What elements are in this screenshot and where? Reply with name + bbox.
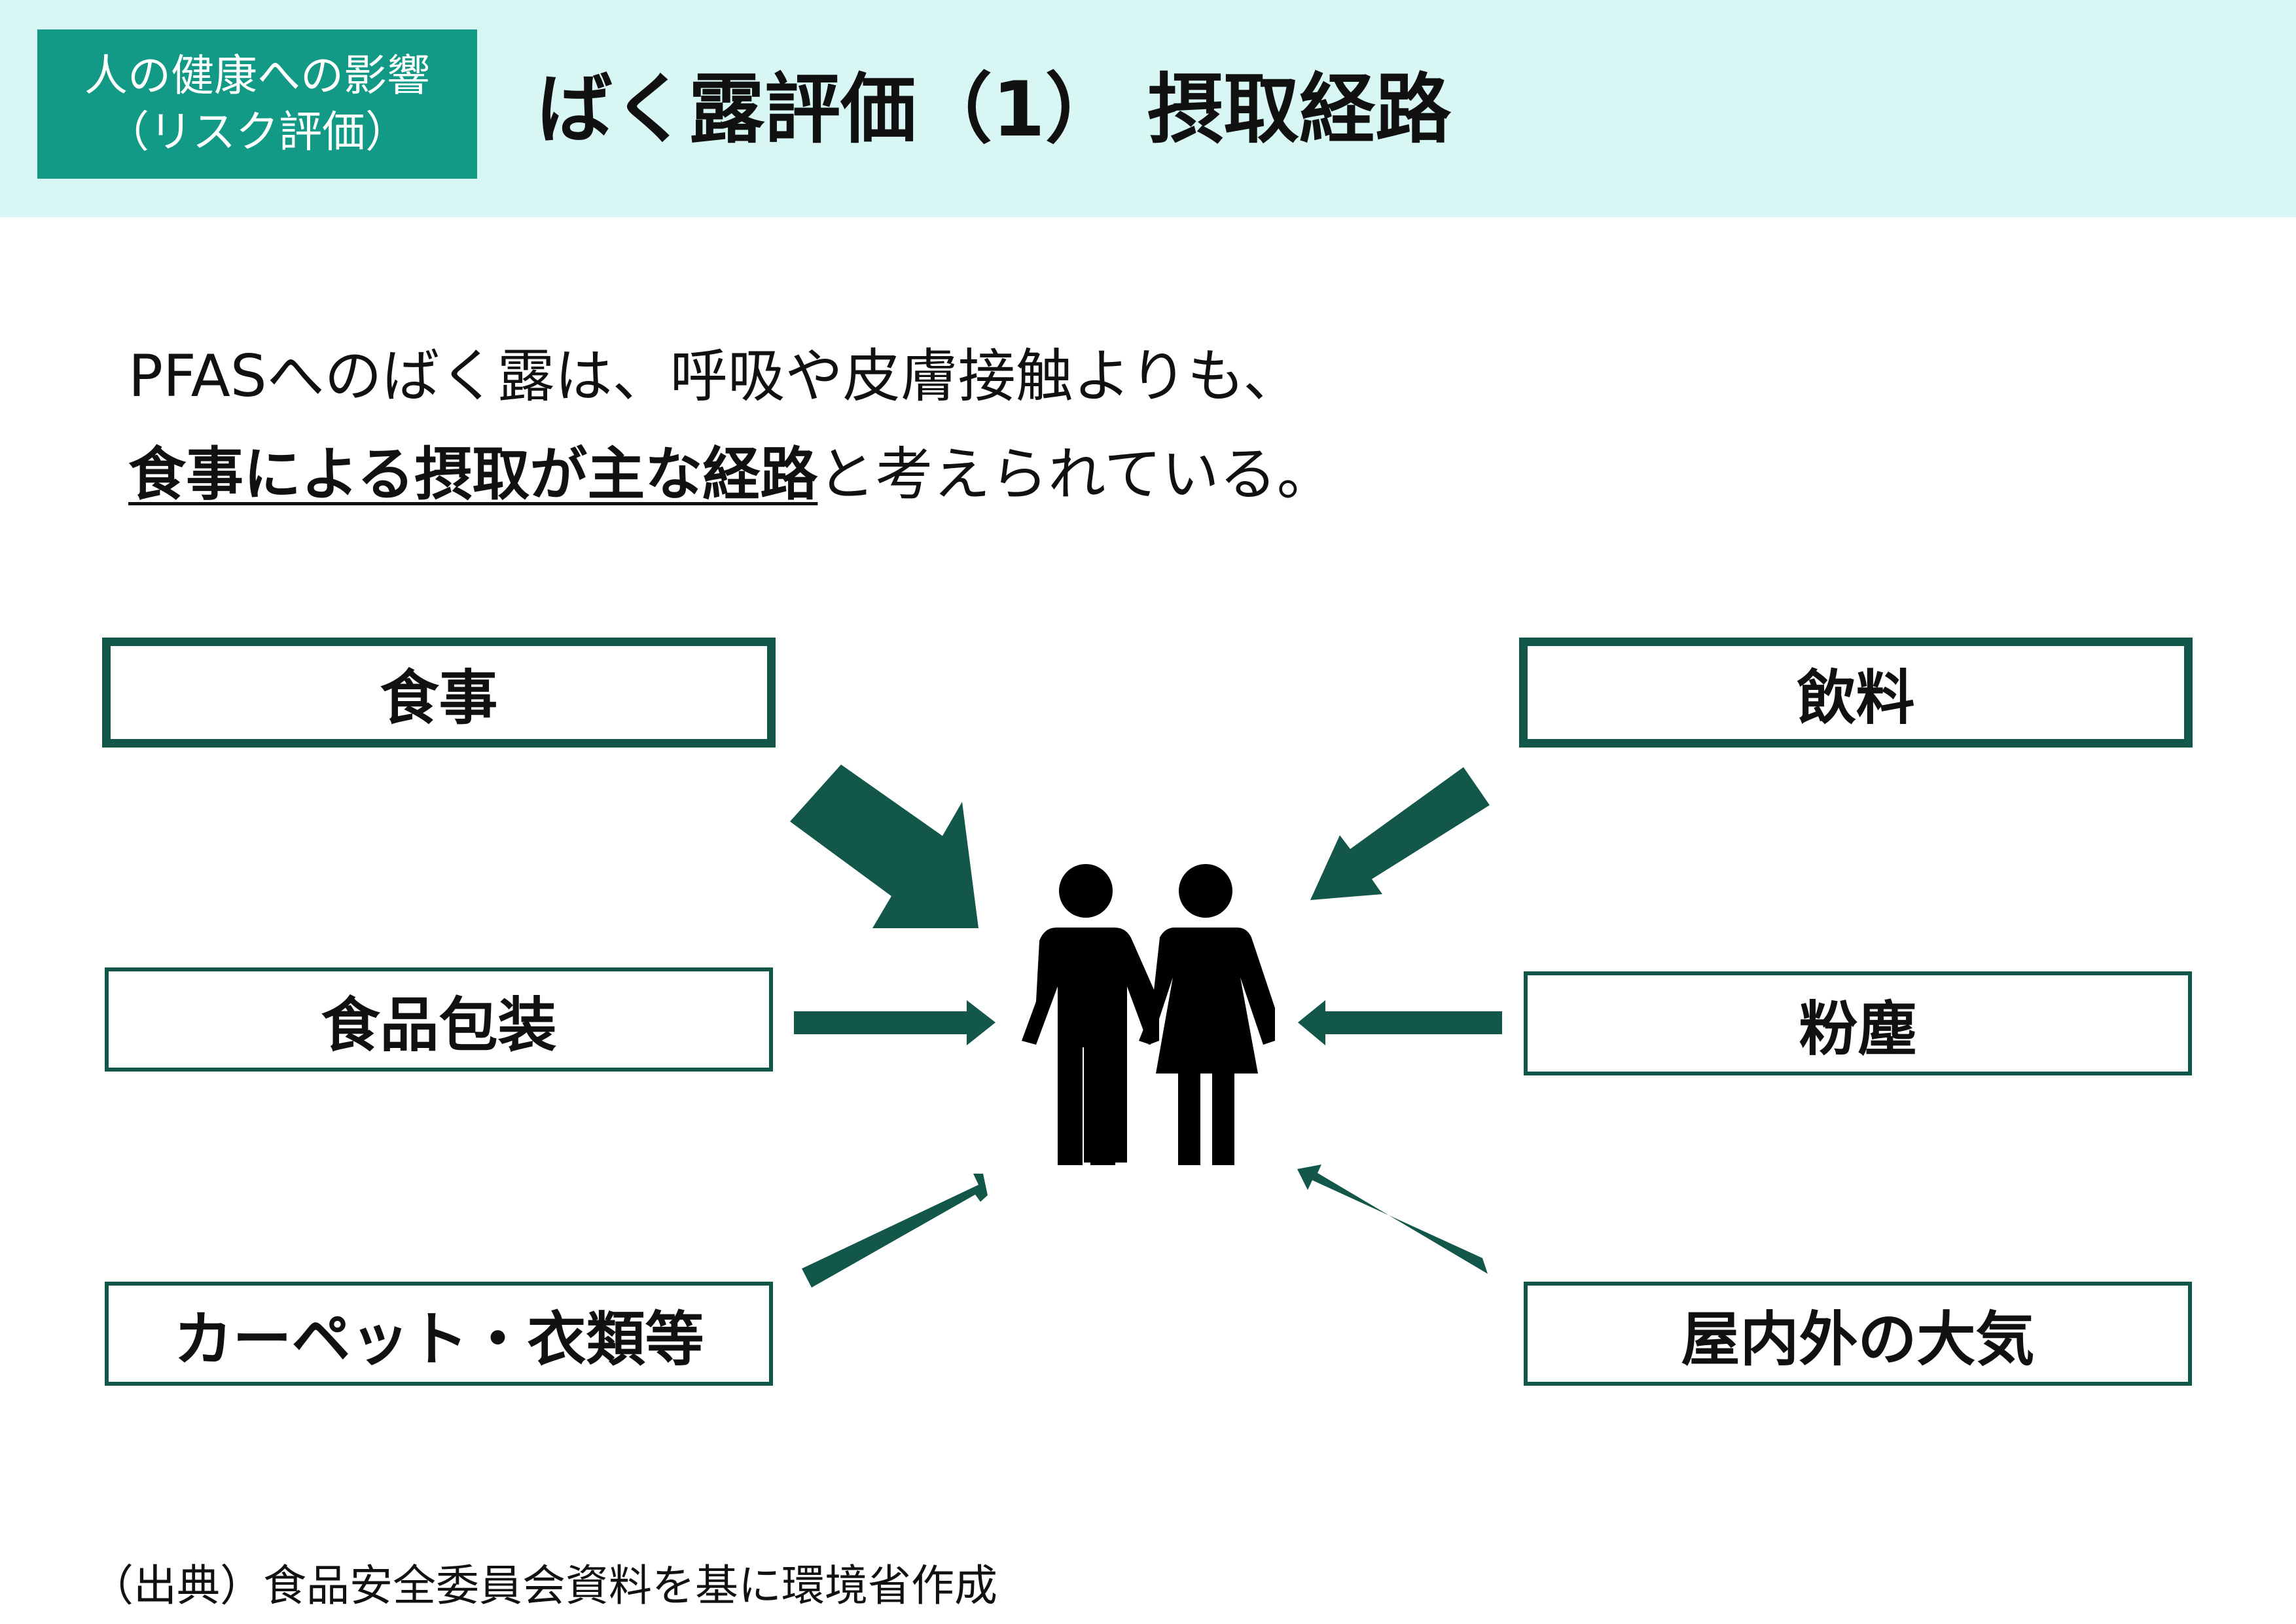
summary-line2: 食事による摂取が主な経路と考えられている。	[128, 425, 1961, 524]
summary-emphasis: 食事による摂取が主な経路	[128, 441, 818, 508]
category-tag-line1: 人の健康への影響	[84, 50, 430, 101]
arrow-dust	[1298, 1000, 1502, 1045]
footer-citation: （出典）食品安全委員会資料を基に環境省作成	[90, 1561, 997, 1611]
woman-body	[1139, 928, 1275, 1074]
category-tag-line2: （リスク評価）	[106, 107, 408, 157]
woman-leg-left	[1178, 1067, 1200, 1165]
man-leg-left	[1058, 1044, 1083, 1165]
slide-title: ばく露評価（1） 摂取経路	[537, 65, 1452, 154]
source-box-dust: 粉塵	[1524, 971, 2192, 1075]
arrow-food-packaging	[794, 1000, 996, 1045]
arrow-carpet-clothing	[802, 1174, 988, 1288]
source-box-air: 屋内外の大気	[1524, 1282, 2192, 1386]
source-box-food-packaging: 食品包装	[105, 967, 773, 1072]
man-head	[1059, 864, 1113, 918]
woman-head	[1179, 864, 1232, 918]
man-leg-right	[1090, 1044, 1115, 1165]
source-box-drink: 飲料	[1519, 638, 2193, 748]
arrow-food	[790, 765, 978, 928]
arrow-drink	[1310, 767, 1490, 900]
summary-line2-rest: と考えられている。	[817, 441, 1335, 508]
source-box-food: 食事	[102, 638, 776, 748]
source-box-carpet-clothing: カーペット・衣類等	[105, 1282, 773, 1386]
category-tag: 人の健康への影響 （リスク評価）	[37, 29, 477, 179]
person-couple-icon	[1022, 864, 1275, 1165]
summary-text: PFASへのばく露は、呼吸や皮膚接触よりも、 食事による摂取が主な経路と考えられ…	[128, 327, 1961, 524]
arrow-air	[1297, 1164, 1488, 1274]
summary-line1: PFASへのばく露は、呼吸や皮膚接触よりも、	[128, 342, 1301, 410]
woman-leg-right	[1212, 1067, 1234, 1165]
